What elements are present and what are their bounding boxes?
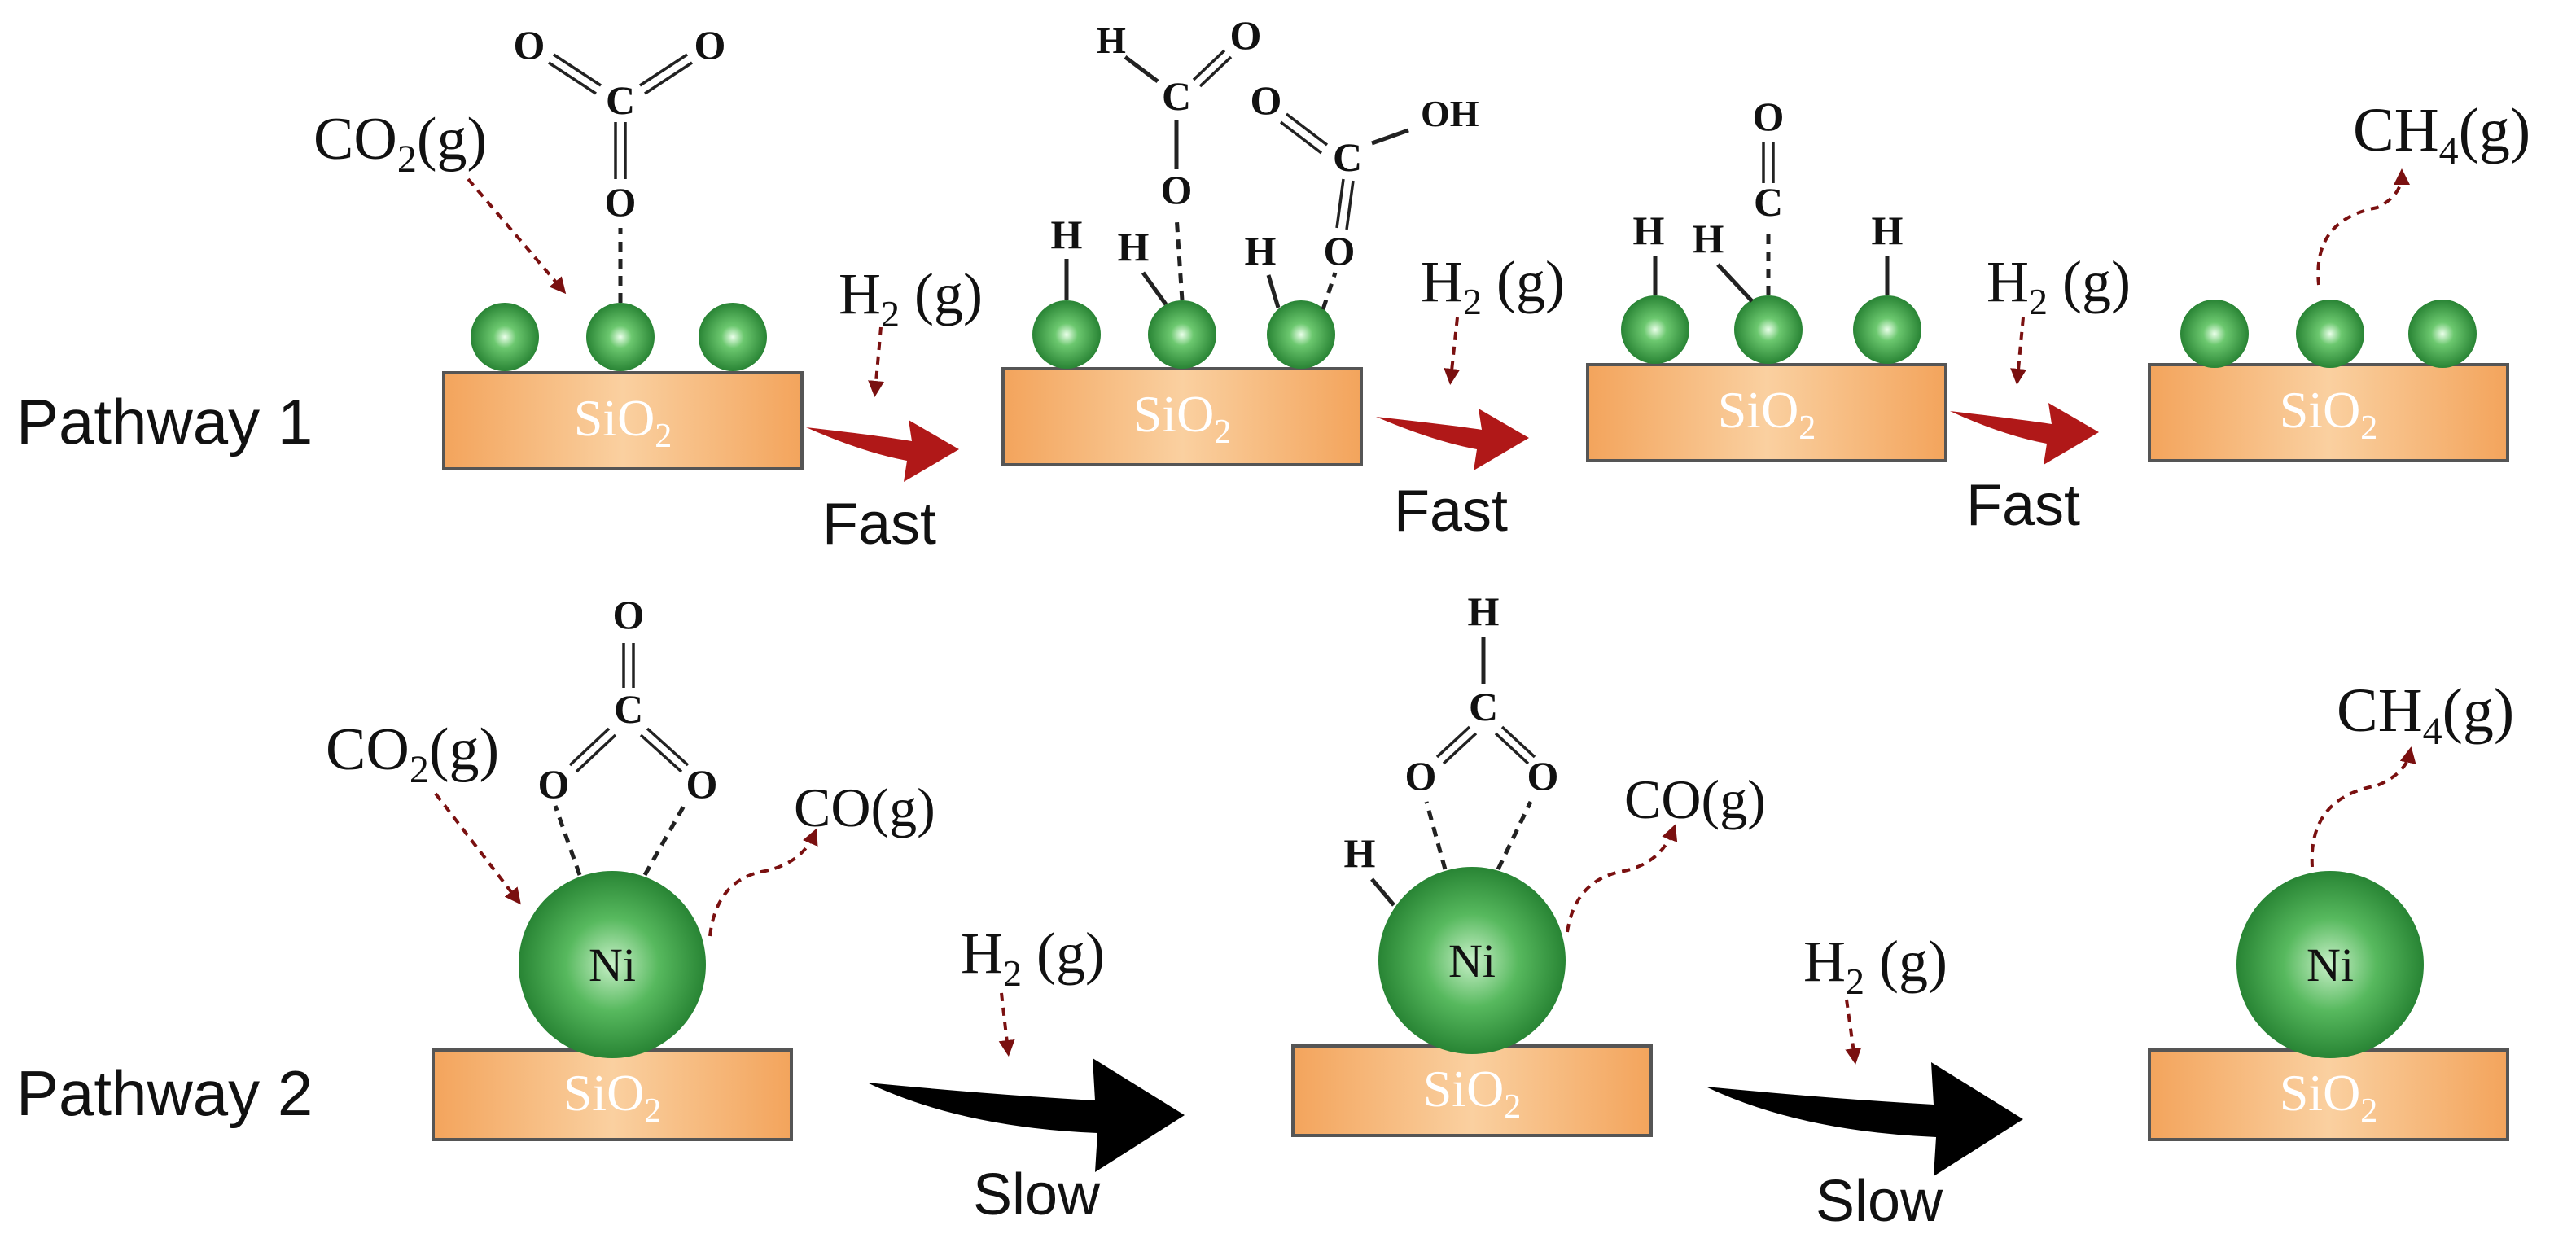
co-gas-label: CO(g) [794, 777, 935, 838]
atom-o: O [1251, 77, 1282, 123]
atom-o: O [514, 22, 545, 68]
h2-gas-label: H2 (g) [1803, 929, 1947, 1002]
support-label: SiO2 [563, 1064, 662, 1130]
atom-c: C [1469, 684, 1498, 729]
co-gas-label: CO(g) [1624, 768, 1766, 830]
metal-particle [2180, 300, 2249, 368]
p2-stage-3: SiO2 Ni CH4(g) [2148, 676, 2514, 1141]
ch4-gas-label: CH4(g) [2353, 96, 2530, 173]
atom-o: O [1324, 228, 1356, 273]
support-label: SiO2 [1423, 1060, 1522, 1126]
atom-h: H [1097, 20, 1126, 61]
sio2-support [2148, 363, 2509, 462]
atom-c: C [1754, 179, 1783, 225]
atom-o: O [538, 761, 570, 807]
ni-label: Ni [1448, 934, 1496, 987]
ni-particle [1378, 867, 1566, 1054]
atom-o: O [694, 22, 726, 68]
pathway-2-label: Pathway 2 [16, 1057, 313, 1129]
p1-stage-4: SiO2 CH4(g) [2148, 96, 2530, 462]
step-speed-label: Slow [973, 1162, 1101, 1227]
atom-c: C [614, 686, 643, 732]
atom-o: O [613, 592, 645, 637]
atom-o: O [1405, 753, 1437, 799]
p1-stage-3: SiO2 H H C O H [1586, 94, 1947, 462]
ni-label: Ni [589, 939, 636, 991]
sio2-support [1586, 363, 1947, 462]
p2-transition-2: H2 (g) Slow [1706, 929, 2023, 1234]
atom-h: H [1468, 588, 1500, 634]
support-label: SiO2 [2280, 1064, 2378, 1130]
metal-particle [699, 303, 767, 371]
atom-h: H [1633, 208, 1665, 253]
h2-gas-label: H2 (g) [961, 921, 1105, 994]
atom-o: O [686, 761, 718, 807]
metal-particle [2408, 300, 2477, 368]
ni-particle [519, 871, 706, 1058]
ch4-gas-label: CH4(g) [2337, 676, 2514, 753]
h2-gas-label: H2 (g) [1987, 249, 2131, 322]
p1-transition-3: H2 (g) Fast [1950, 249, 2131, 538]
fast-arrow [1376, 409, 1529, 470]
support-label: SiO2 [1133, 385, 1232, 451]
support-label: SiO2 [2280, 381, 2378, 447]
metal-particle [1032, 300, 1101, 369]
atom-oh: OH [1421, 93, 1479, 134]
support-label: SiO2 [1718, 381, 1816, 447]
pathway-1-label: Pathway 1 [16, 386, 313, 457]
atom-o: O [605, 179, 637, 225]
metal-particle [1853, 295, 1921, 364]
fast-arrow [1950, 403, 2099, 465]
atom-h: H [1118, 224, 1150, 269]
atom-o: O [1753, 94, 1785, 139]
metal-particle [1621, 295, 1689, 364]
slow-arrow [867, 1058, 1185, 1172]
pathway-2: Pathway 2 SiO2 Ni O O C O CO2(g) CO(g) [16, 588, 2514, 1234]
metal-particle [471, 303, 539, 371]
co2-gas-label: CO2(g) [326, 716, 499, 791]
h2-gas-label: H2 (g) [1421, 249, 1565, 322]
ni-particle [2236, 871, 2424, 1058]
atom-h: H [1344, 830, 1376, 876]
support-label: SiO2 [574, 389, 672, 455]
p1-transition-1: H2 (g) Fast [806, 261, 983, 557]
atom-h: H [1872, 208, 1904, 253]
atom-o: O [1230, 12, 1262, 58]
atom-h: H [1693, 216, 1724, 261]
metal-particle [1734, 295, 1803, 364]
step-speed-label: Slow [1816, 1169, 1943, 1234]
metal-particle [1267, 300, 1335, 369]
atom-c: C [1333, 134, 1362, 180]
co2-gas-label: CO2(g) [313, 106, 487, 181]
atom-o: O [1527, 753, 1559, 799]
p1-stage-2: SiO2 H H O C H O H O [1001, 12, 1479, 466]
atom-c: C [1162, 73, 1191, 119]
atom-c: C [606, 77, 635, 123]
p2-transition-1: H2 (g) Slow [867, 921, 1185, 1227]
metal-particle [1148, 300, 1216, 369]
h2-gas-label: H2 (g) [839, 261, 983, 335]
p1-transition-2: H2 (g) Fast [1376, 249, 1565, 544]
sio2-support [2148, 1048, 2509, 1141]
p2-stage-2: SiO2 Ni H O O C H CO(g) [1291, 588, 1766, 1137]
atom-o: O [1161, 167, 1193, 212]
step-speed-label: Fast [1394, 479, 1508, 544]
step-speed-label: Fast [1966, 473, 2080, 538]
p1-stage-1: SiO2 O C O O CO2(g) [313, 22, 804, 470]
atom-h: H [1051, 212, 1083, 257]
p2-stage-1: SiO2 Ni O O C O CO2(g) CO(g) [326, 592, 935, 1141]
pathway-1: Pathway 1 SiO2 O C O O CO2(g) H2 [16, 12, 2530, 557]
sio2-support [1001, 367, 1363, 466]
fast-arrow [806, 420, 959, 482]
step-speed-label: Fast [822, 492, 936, 557]
ni-label: Ni [2307, 939, 2354, 991]
atom-h: H [1245, 228, 1277, 273]
metal-particle [586, 303, 655, 371]
metal-particle [2296, 300, 2364, 368]
sio2-support [442, 371, 804, 470]
sio2-support [432, 1048, 793, 1141]
slow-arrow [1706, 1062, 2023, 1176]
